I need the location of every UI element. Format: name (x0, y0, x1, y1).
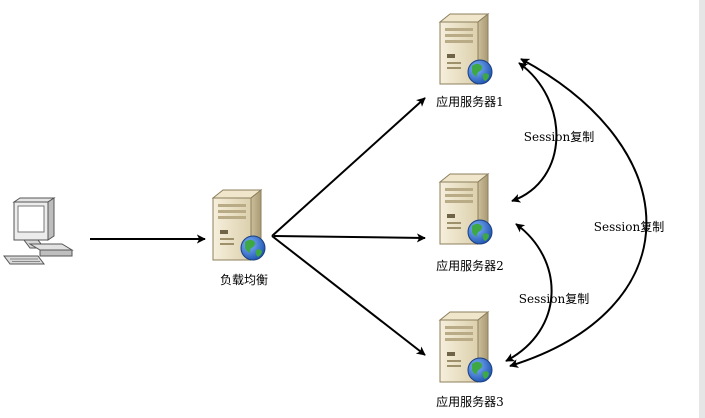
session-copy-label-2-3: Session复制 (519, 292, 589, 306)
app-server-2-label: 应用服务器2 (436, 258, 504, 273)
load-balancer-server-icon (212, 189, 266, 261)
load-balancer-label: 负载均衡 (220, 273, 268, 287)
node-load-balancer: 负载均衡 (212, 189, 268, 287)
edge-session-copy-1-2 (511, 62, 558, 203)
node-app-server-1: 应用服务器1 (436, 13, 504, 109)
scrollbar[interactable] (699, 0, 705, 418)
edge-load-balancer-to-app-server-3 (271, 235, 426, 356)
app-server-2-icon (439, 173, 493, 245)
app-server-1-label: 应用服务器1 (436, 94, 504, 109)
node-app-server-3: 应用服务器3 (436, 311, 504, 409)
app-server-3-label: 应用服务器3 (436, 394, 504, 409)
connection-layer (90, 58, 648, 368)
desktop-computer-icon (3, 197, 73, 265)
session-copy-label-1-2: Session复制 (524, 130, 594, 144)
app-server-1-icon (439, 13, 493, 85)
session-copy-label-1-3: Session复制 (594, 220, 664, 234)
watermark-text: https://blog.csdn.net/jiaojsun (515, 395, 690, 409)
node-app-server-2: 应用服务器2 (436, 173, 504, 273)
edge-load-balancer-to-app-server-1 (271, 97, 426, 237)
node-client (3, 197, 73, 265)
edge-load-balancer-to-app-server-2 (273, 233, 426, 243)
edge-session-copy-1-3 (509, 58, 648, 368)
app-server-3-icon (439, 311, 493, 383)
